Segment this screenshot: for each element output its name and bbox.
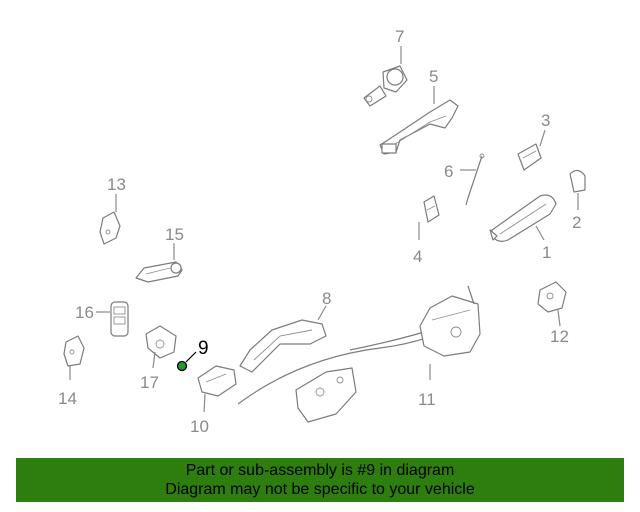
- part-6-rod[interactable]: [465, 153, 485, 206]
- leader-8: [317, 305, 327, 321]
- part-2-cap[interactable]: [569, 169, 586, 193]
- part-7-lock-cylinder[interactable]: [363, 65, 408, 107]
- part-15-door-check[interactable]: [135, 261, 183, 283]
- part-10-handle-bracket[interactable]: [197, 365, 237, 397]
- leader-12: [557, 309, 561, 327]
- callout-13[interactable]: 13: [107, 175, 126, 194]
- callout-6[interactable]: 6: [444, 162, 453, 181]
- callout-2[interactable]: 2: [572, 213, 581, 232]
- notice-banner: Part or sub-assembly is #9 in diagram Di…: [16, 458, 624, 502]
- part-5-handle-frame[interactable]: [379, 99, 459, 155]
- part-12-striker[interactable]: [537, 281, 567, 313]
- banner-line-2: Diagram may not be specific to your vehi…: [165, 481, 475, 498]
- leader-17: [152, 351, 156, 369]
- part-17-actuator[interactable]: [145, 325, 177, 359]
- callout-17[interactable]: 17: [140, 373, 159, 392]
- part-9-grommet[interactable]: [176, 360, 188, 372]
- part-4-bracket[interactable]: [423, 195, 440, 223]
- leader-3: [539, 129, 546, 147]
- part-14-hinge-bracket[interactable]: [63, 335, 85, 367]
- callout-16[interactable]: 16: [75, 303, 94, 322]
- callout-10[interactable]: 10: [190, 417, 209, 436]
- banner-line-1: Part or sub-assembly is #9 in diagram: [185, 462, 455, 479]
- leader-9: [185, 351, 197, 363]
- callout-8[interactable]: 8: [322, 289, 331, 308]
- part-13-bracket[interactable]: [99, 211, 121, 245]
- callout-15[interactable]: 15: [165, 225, 184, 244]
- part-11-door-lock[interactable]: [419, 285, 481, 357]
- callout-4[interactable]: 4: [413, 247, 422, 266]
- callout-9[interactable]: 9: [198, 338, 209, 359]
- part-1-outside-handle[interactable]: [489, 194, 557, 242]
- callout-14[interactable]: 14: [58, 389, 77, 408]
- leader-1: [535, 225, 545, 241]
- callout-7[interactable]: 7: [395, 27, 404, 46]
- callout-3[interactable]: 3: [541, 111, 550, 130]
- leader-10: [203, 393, 206, 413]
- callout-11[interactable]: 11: [418, 390, 436, 409]
- door-lock-parts-diagram: 7 5 3 2 6 4 1 13: [58, 27, 586, 436]
- callout-1[interactable]: 1: [542, 243, 551, 262]
- part-8-inside-handle[interactable]: [239, 319, 327, 373]
- callout-5[interactable]: 5: [429, 67, 438, 86]
- part-3-cover[interactable]: [517, 143, 542, 171]
- lock-mount-bracket: [295, 367, 357, 423]
- callout-12[interactable]: 12: [550, 327, 569, 346]
- part-16-switch[interactable]: [110, 301, 129, 337]
